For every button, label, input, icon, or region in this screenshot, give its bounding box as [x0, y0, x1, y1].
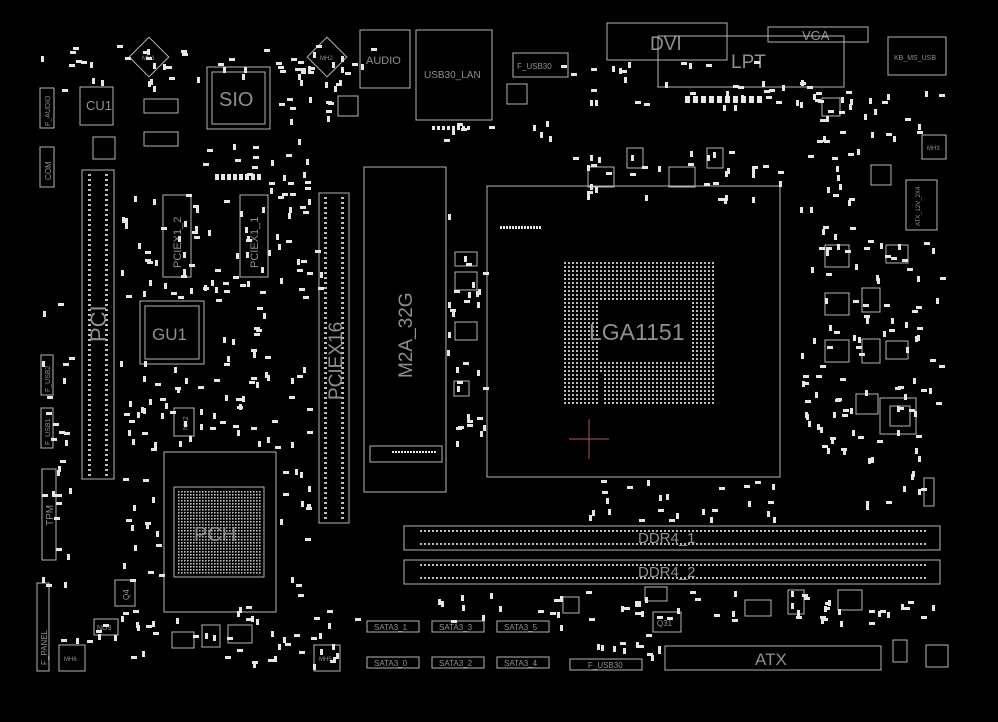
f-panel-label: F_PANEL — [40, 629, 49, 665]
pci-slot[interactable]: PCI — [81, 169, 115, 480]
atx-12v-label: ATX_12V_2X4 — [916, 186, 922, 226]
sata-1-port[interactable]: SATA3_1 — [366, 620, 420, 633]
f-usb2-header[interactable]: F_USB2 — [40, 354, 54, 396]
sata-0-port[interactable]: SATA3_0 — [366, 656, 420, 669]
audio-label: AUDIO — [366, 55, 401, 67]
kb-ms-usb-label: KB_MS_USB — [894, 55, 936, 62]
sio-label: SIO — [219, 89, 253, 111]
m2a-slot[interactable]: M2A_32G — [363, 166, 447, 493]
ddr4-2-pins — [420, 564, 926, 579]
f-usb30-top-header[interactable]: F_USB30 — [512, 52, 569, 78]
no3-component[interactable]: NO3 — [93, 618, 119, 636]
mh5-mounting-hole: MH5 — [313, 644, 341, 672]
sata-0-label: SATA3_0 — [374, 659, 408, 668]
q31-component[interactable]: Q31 — [652, 611, 682, 633]
gu1-label: GU1 — [152, 325, 187, 344]
sata-5-label: SATA3_5 — [504, 623, 538, 632]
pch-label: PCH — [194, 524, 236, 546]
f-audio-header[interactable]: F_AUDIO — [39, 87, 55, 129]
mh6-label: MH6 — [64, 657, 77, 663]
cu1-chip[interactable]: CU1 — [79, 86, 114, 126]
sata-3-port[interactable]: SATA3_3 — [431, 620, 485, 633]
f-usb2-label: F_USB2 — [45, 365, 52, 392]
atx-power-connector[interactable]: ATX — [664, 645, 882, 671]
q4-component[interactable]: Q4 — [114, 579, 136, 607]
pci-slot-pins — [88, 174, 108, 476]
lpt-connector[interactable]: LPT — [657, 35, 845, 88]
f-usb30-top-label: F_USB30 — [517, 62, 552, 71]
smd-components — [41, 45, 946, 670]
tpm-label: TPM — [45, 505, 56, 526]
gu1-chip[interactable]: GU1 — [139, 300, 205, 365]
ddr4-1-label: DDR4_1 — [638, 530, 696, 547]
sata-3-label: SATA3_3 — [439, 623, 473, 632]
lpt-label: LPT — [731, 52, 766, 73]
f-panel-header[interactable]: F_PANEL — [36, 582, 50, 672]
com-header[interactable]: COM — [39, 146, 55, 188]
kb-ms-usb-connector[interactable]: KB_MS_USB — [887, 36, 947, 76]
mh3-label: MH3 — [927, 146, 940, 152]
pciex1-1-slot[interactable]: PCIEX1_1 — [239, 194, 269, 278]
tpm-header[interactable]: TPM — [41, 468, 57, 561]
cpu-socket-pins — [564, 262, 714, 404]
usb30-lan-label: USB30_LAN — [424, 70, 481, 81]
pch-chip[interactable]: PCH — [163, 451, 277, 613]
sata-2-port[interactable]: SATA3_2 — [431, 656, 485, 669]
q4-label: Q4 — [122, 589, 131, 600]
cu1-label: CU1 — [86, 98, 112, 113]
ddr4-1-slot[interactable]: DDR4_1 — [403, 525, 941, 551]
sata-4-label: SATA3_4 — [504, 659, 538, 668]
atx-12v-connector[interactable]: ATX_12V_2X4 — [905, 179, 938, 231]
pciex1-2-label: PCIEX1_2 — [172, 217, 184, 268]
f-usb30-bottom-header[interactable]: F_USB30 — [569, 658, 643, 671]
ddr4-2-label: DDR4_2 — [638, 564, 696, 581]
sio-chip[interactable]: SIO — [206, 66, 271, 130]
pciex16-slot[interactable]: PCIEX16 — [318, 192, 350, 524]
vga-connector[interactable]: VGA — [767, 26, 869, 43]
pciex1-2-slot[interactable]: PCIEX1_2 — [162, 194, 192, 278]
atx-label: ATX — [755, 650, 787, 669]
pciex16-slot-pins — [324, 197, 344, 519]
sata-2-label: SATA3_2 — [439, 659, 473, 668]
pciex1-1-label: PCIEX1_1 — [249, 217, 261, 268]
cpu-socket[interactable]: LGA1151 — [486, 185, 781, 478]
f-usb1-label: F_USB1 — [45, 418, 52, 445]
pciex16-label: PCIEX16 — [326, 322, 347, 400]
sata-1-label: SATA3_1 — [374, 623, 408, 632]
audio-connector[interactable]: AUDIO — [359, 29, 411, 89]
cpu-label: LGA1151 — [589, 319, 684, 345]
sata-4-port[interactable]: SATA3_4 — [496, 656, 550, 669]
q31-label: Q31 — [657, 619, 673, 628]
sata-5-port[interactable]: SATA3_5 — [496, 620, 550, 633]
dvi-connector[interactable]: DVI — [606, 22, 728, 61]
f-usb1-header[interactable]: F_USB1 — [40, 407, 54, 449]
pch-pins — [178, 491, 261, 574]
dvi-label: DVI — [650, 34, 682, 55]
mh6-mounting-hole: MH6 — [58, 644, 86, 672]
no3-label: NO3 — [97, 625, 112, 632]
mh3-mounting-hole: MH3 — [921, 134, 947, 160]
mh2-label: MH2 — [320, 56, 333, 62]
m2a-label: M2A_32G — [396, 292, 417, 378]
ddr4-1-pins — [420, 530, 926, 545]
ddr4-2-slot[interactable]: DDR4_2 — [403, 559, 941, 585]
pci-label: PCI — [86, 305, 111, 342]
f-usb30-bottom-label: F_USB30 — [588, 661, 623, 670]
mh5-label: MH5 — [319, 657, 332, 663]
com-label: COM — [44, 161, 53, 180]
f-audio-label: F_AUDIO — [45, 95, 52, 126]
usb30-lan-connector[interactable]: USB30_LAN — [415, 29, 493, 121]
